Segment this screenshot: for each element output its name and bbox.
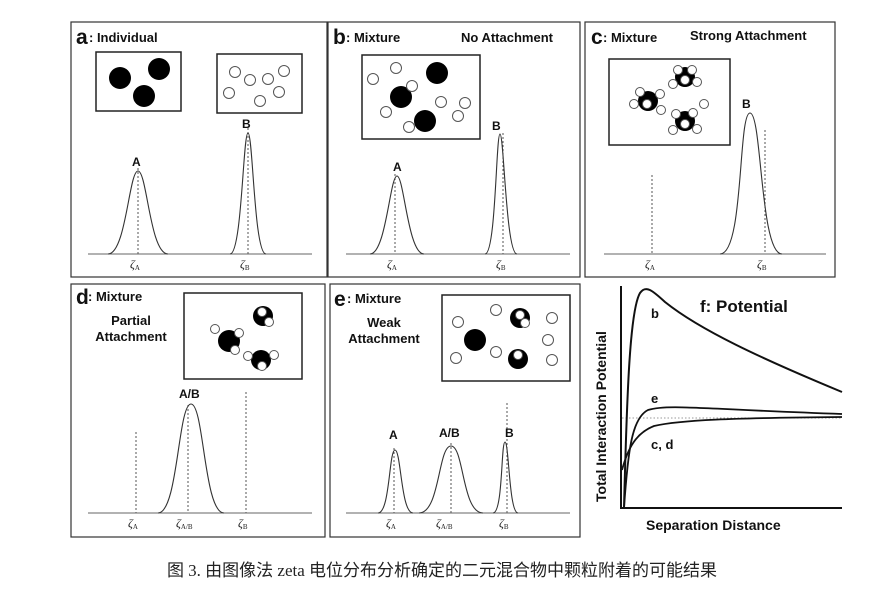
- black-particle-icon: [109, 67, 131, 89]
- panel-d: d : Mixture Partial Attachment A/B ζA ζA…: [70, 283, 326, 538]
- peak-ab-curve: [418, 445, 484, 514]
- particle-box-weak: [441, 294, 571, 382]
- zeta-a-label: ζA: [386, 516, 396, 531]
- panel-a-title: : Individual: [89, 30, 158, 45]
- panel-e-subtitle-line1: Weak: [367, 315, 401, 330]
- particle-box-strong: [608, 58, 731, 146]
- peak-b-curve: [719, 112, 783, 255]
- zeta-b-label: ζB: [499, 516, 509, 531]
- curve-cd-label: c, d: [651, 437, 673, 452]
- peak-b-label: B: [242, 117, 251, 131]
- peak-ab-label: A/B: [179, 387, 200, 401]
- peak-b-curve: [484, 133, 518, 255]
- panel-d-letter: d: [76, 286, 89, 309]
- panel-a-letter: a: [76, 26, 88, 49]
- panel-b: b : Mixture No Attachment A B ζA ζB: [327, 21, 581, 278]
- zeta-b-label: ζB: [496, 257, 506, 272]
- black-particle-icon: [133, 85, 155, 107]
- panel-b-subtitle: No Attachment: [461, 30, 554, 45]
- peak-b-curve: [492, 441, 519, 514]
- peak-a-label: A: [132, 155, 141, 169]
- peak-a-curve: [107, 170, 169, 255]
- zeta-b-label: ζB: [238, 516, 248, 531]
- particle-box-mixture-b: [361, 54, 481, 140]
- peak-ab-label: A/B: [439, 426, 460, 440]
- peak-a-curve: [369, 175, 425, 255]
- curve-e: [623, 406, 843, 509]
- peak-a-curve: [377, 449, 414, 514]
- particle-box-b: [216, 53, 303, 114]
- zeta-a-label: ζA: [387, 257, 397, 272]
- panel-d-subtitle-line1: Partial: [111, 313, 151, 328]
- peak-a-label: A: [389, 428, 398, 442]
- peak-a-label: A: [393, 160, 402, 174]
- zeta-ab-label: ζA/B: [436, 516, 453, 531]
- panel-f-xlabel: Separation Distance: [646, 517, 781, 533]
- panel-e-title: : Mixture: [347, 291, 401, 306]
- panel-e-subtitle-line2: Attachment: [348, 331, 420, 346]
- panel-e: e : Mixture Weak Attachment A A/B: [329, 283, 581, 538]
- peak-b-label: B: [505, 426, 514, 440]
- black-particle-icon: [148, 58, 170, 80]
- peak-b-label: B: [492, 119, 501, 133]
- zeta-b-label: ζB: [757, 257, 767, 272]
- zeta-ab-label: ζA/B: [176, 516, 193, 531]
- panel-a: a : Individual A B ζA ζB: [70, 21, 328, 278]
- curve-b-label: b: [651, 306, 659, 321]
- peak-b-label: B: [742, 97, 751, 111]
- panel-c-title: : Mixture: [603, 30, 657, 45]
- panel-b-letter: b: [333, 26, 346, 49]
- panel-d-title: : Mixture: [88, 289, 142, 304]
- panel-f: f: Potential Total Interaction Potential…: [593, 286, 843, 533]
- zeta-a-label: ζA: [645, 257, 655, 272]
- panel-e-letter: e: [334, 288, 346, 311]
- zeta-a-label: ζA: [130, 257, 140, 272]
- particle-box-partial: [183, 292, 303, 380]
- panel-d-subtitle-line2: Attachment: [95, 329, 167, 344]
- particle-box-a: [95, 51, 182, 112]
- panel-c-letter: c: [591, 26, 603, 49]
- peak-ab-curve: [157, 403, 225, 514]
- panel-c: c : Mixture Strong Attachment: [584, 21, 836, 278]
- curve-cd: [621, 416, 843, 471]
- panel-f-title: f: Potential: [700, 297, 788, 316]
- panel-b-title: : Mixture: [346, 30, 400, 45]
- panel-c-subtitle: Strong Attachment: [690, 28, 807, 43]
- peak-b-curve: [229, 132, 267, 255]
- figure-caption: 图 3. 由图像法 zeta 电位分布分析确定的二元混合物中颗粒附着的可能结果: [166, 561, 718, 580]
- zeta-a-label: ζA: [128, 516, 138, 531]
- curve-e-label: e: [651, 391, 658, 406]
- panel-f-ylabel: Total Interaction Potential: [593, 331, 609, 502]
- zeta-b-label: ζB: [240, 257, 250, 272]
- curve-b: [623, 288, 843, 509]
